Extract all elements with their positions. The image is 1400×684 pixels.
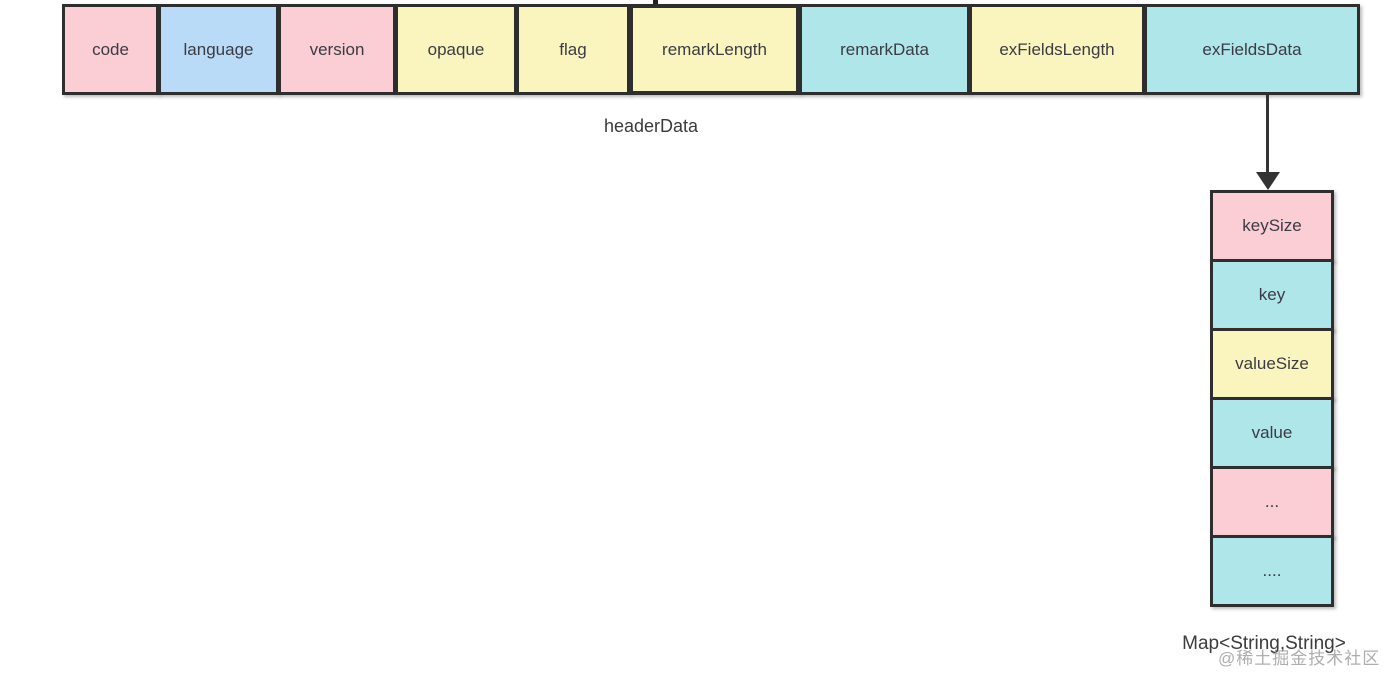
header-cell-flag: flag: [516, 4, 630, 95]
header-cell-label: exFieldsLength: [999, 39, 1115, 59]
map-cell-keysize: keySize: [1210, 190, 1334, 262]
map-cell-ellipsis2: ....: [1210, 535, 1334, 607]
watermark: @稀土掘金技术社区: [1218, 649, 1381, 668]
cropped-connector-tick: [653, 0, 658, 7]
map-cell-label: keySize: [1242, 216, 1302, 235]
header-cell-label: flag: [559, 39, 587, 59]
header-cell-remarklength: remarkLength: [629, 4, 800, 95]
map-cell-key: key: [1210, 259, 1334, 331]
header-cell-remarkdata: remarkData: [799, 4, 970, 95]
map-cell-value: value: [1210, 397, 1334, 469]
map-stack-caption: Map<String,String>: [1182, 633, 1346, 654]
header-cell-exfieldsdata: exFieldsData: [1144, 4, 1360, 95]
header-data-row: code language version opaque flag remark…: [62, 4, 1360, 95]
header-cell-exfieldslength: exFieldsLength: [969, 4, 1145, 95]
map-cell-valuesize: valueSize: [1210, 328, 1334, 400]
map-cell-label: valueSize: [1235, 354, 1309, 373]
map-cell-ellipsis: ...: [1210, 466, 1334, 538]
header-cell-version: version: [278, 4, 396, 95]
header-cell-opaque: opaque: [395, 4, 517, 95]
exfieldsdata-arrow-line: [1266, 95, 1269, 174]
map-cell-label: ....: [1262, 561, 1282, 580]
header-row-caption: headerData: [603, 116, 699, 136]
header-cell-label: language: [183, 39, 254, 59]
header-cell-label: remarkLength: [662, 39, 767, 59]
header-cell-label: opaque: [427, 39, 485, 59]
header-cell-language: language: [158, 4, 279, 95]
map-cell-label: value: [1251, 423, 1293, 442]
map-cell-label: key: [1258, 285, 1286, 304]
map-cell-label: ...: [1264, 492, 1280, 511]
header-cell-label: remarkData: [840, 39, 929, 59]
map-entry-stack: keySize key valueSize value ... ....: [1210, 190, 1334, 607]
header-cell-label: version: [309, 39, 365, 59]
header-cell-code: code: [62, 4, 159, 95]
arrow-down-icon: [1256, 172, 1280, 190]
header-cell-label: code: [92, 39, 129, 59]
header-cell-label: exFieldsData: [1202, 39, 1302, 59]
